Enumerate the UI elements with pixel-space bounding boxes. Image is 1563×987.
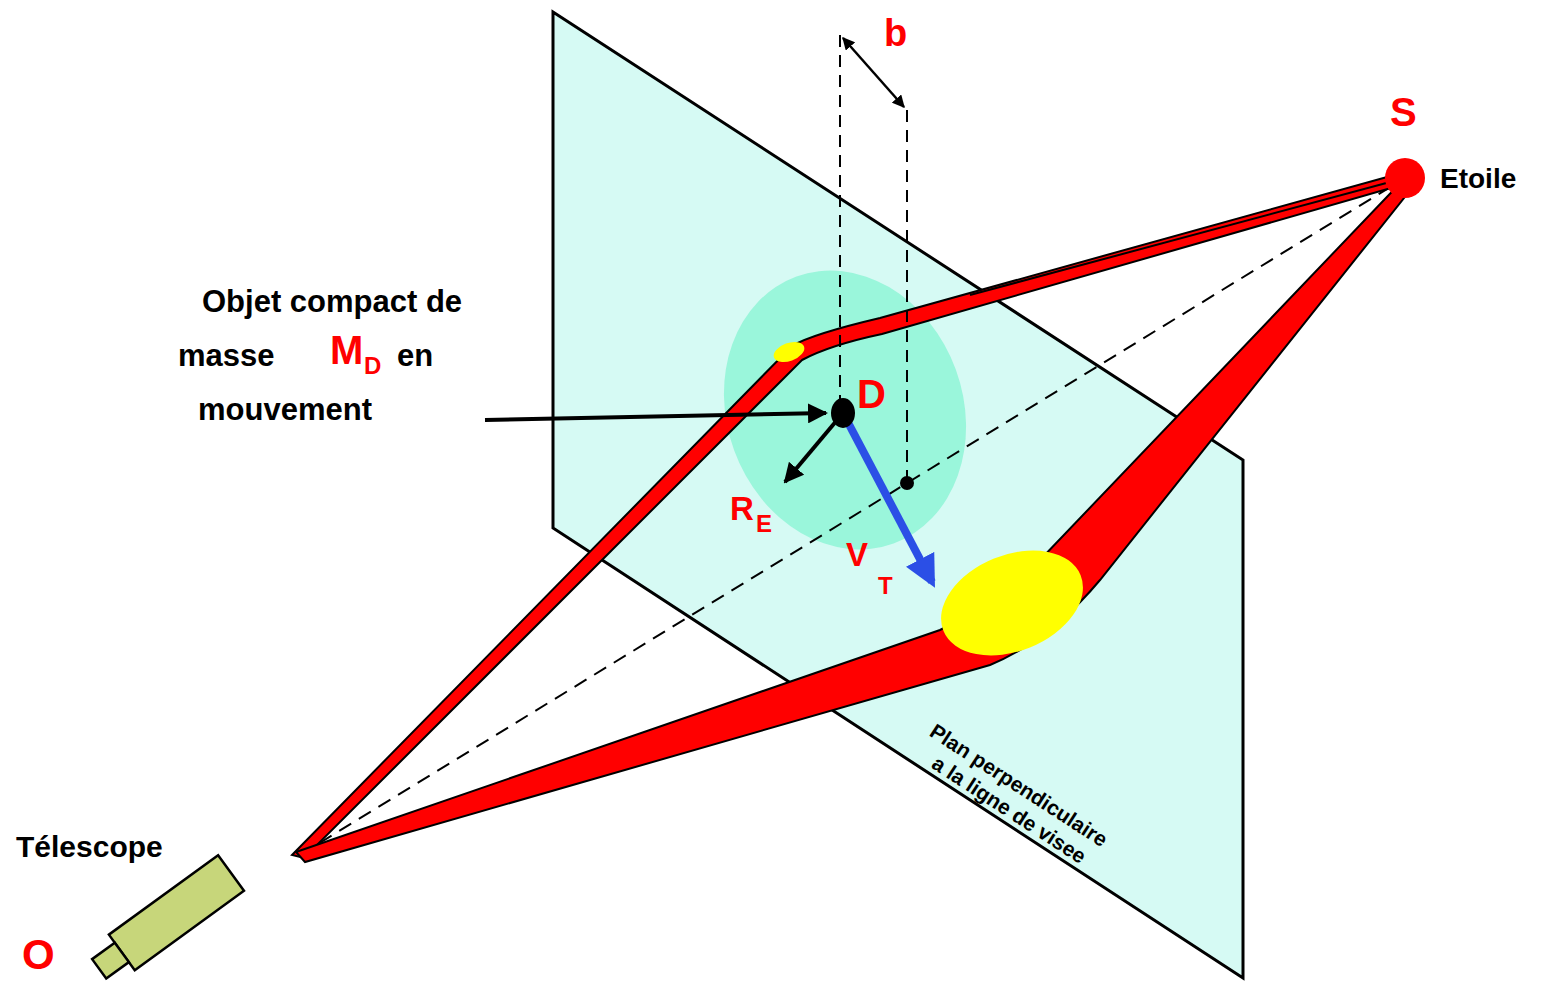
object-caption: masse	[178, 340, 275, 371]
projection-line	[906, 110, 908, 480]
line-of-sight	[300, 178, 1405, 855]
star-label: Etoile	[1440, 165, 1516, 193]
star-ray	[970, 178, 1405, 295]
object-caption: Objet compact de	[202, 286, 462, 317]
object-caption: mouvement	[198, 394, 372, 425]
velocity-arrow	[843, 413, 932, 582]
dimension-label: b	[884, 14, 907, 52]
radius-symbol: R	[730, 492, 754, 525]
light-path	[292, 172, 1405, 858]
object-caption: en	[397, 340, 433, 371]
einstein-radius-arrow	[785, 413, 843, 482]
mass-symbol: M	[330, 330, 363, 370]
telescope-label: Télescope	[16, 832, 163, 862]
axis-point	[900, 476, 914, 490]
velocity-symbol: V	[846, 538, 868, 571]
image-spot	[925, 531, 1098, 675]
light-path	[296, 178, 1412, 862]
point-label: O	[22, 934, 55, 976]
lens-object	[831, 398, 855, 428]
projection-line	[839, 35, 841, 405]
point-label: S	[1390, 92, 1417, 132]
telescope-icon	[86, 855, 244, 986]
point-label: D	[857, 374, 886, 414]
mass-subscript: D	[364, 354, 381, 378]
star	[1385, 158, 1425, 198]
radius-subscript: E	[756, 512, 772, 536]
velocity-subscript: T	[878, 574, 893, 598]
leader-line	[485, 413, 826, 420]
image-spot	[771, 338, 807, 366]
